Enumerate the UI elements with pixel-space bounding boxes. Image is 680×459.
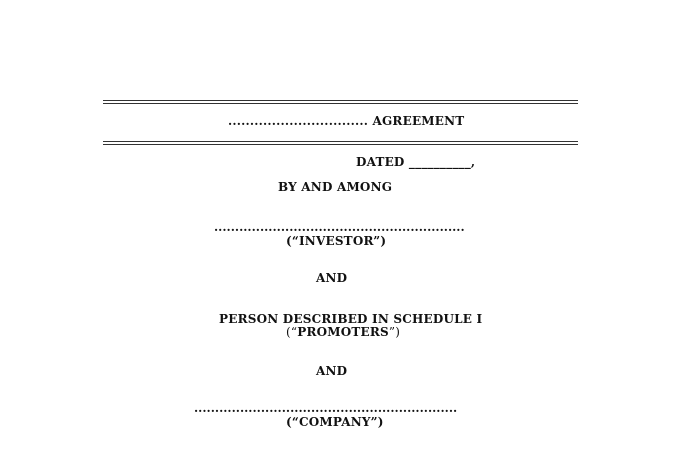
company-name-blank: ........................................…	[194, 401, 458, 415]
promoters-open-quote: (“	[286, 325, 298, 339]
bottom-double-rule	[103, 141, 578, 145]
promoters-description: PERSON DESCRIBED IN SCHEDULE I	[219, 312, 483, 326]
and-separator-1: AND	[316, 271, 348, 285]
promoters-word: PROMOTERS	[297, 325, 389, 339]
company-label: (“COMPANY”)	[286, 415, 384, 429]
agreement-title: ................................ AGREEME…	[228, 114, 465, 128]
dated-line: DATED __________,	[356, 155, 476, 169]
investor-label: (“INVESTOR”)	[286, 234, 387, 248]
and-separator-2: AND	[316, 364, 348, 378]
by-and-among: BY AND AMONG	[278, 180, 393, 194]
investor-name-blank: ........................................…	[214, 220, 465, 234]
promoters-label: (“PROMOTERS”)	[286, 325, 400, 339]
promoters-close-quote: ”)	[388, 325, 401, 339]
top-double-rule	[103, 100, 578, 104]
